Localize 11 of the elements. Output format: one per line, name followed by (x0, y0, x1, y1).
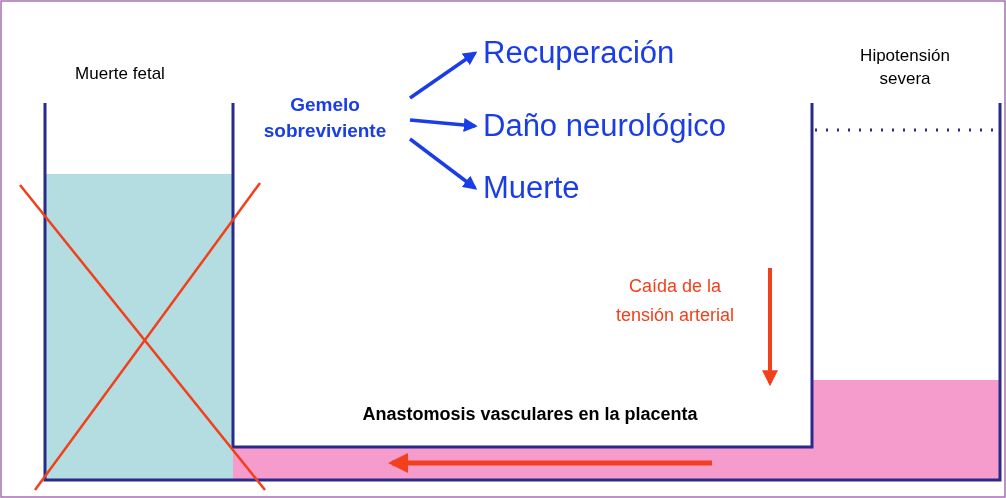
label: Muerte fetal (74, 63, 166, 85)
outcome-label: Muerte (483, 167, 683, 209)
arrow (409, 118, 478, 132)
label: Anastomosis vasculares en la placenta (361, 403, 699, 426)
outcome-label: Daño neurológico (483, 105, 783, 147)
outcome-label: Recuperación (483, 32, 723, 74)
arrow (409, 51, 478, 100)
label: Hipotensión severa (859, 45, 951, 90)
label: Caída de la tensión arterial (614, 275, 736, 327)
arrow (408, 137, 478, 190)
node-label: Gemelo sobreviviente (245, 92, 405, 144)
